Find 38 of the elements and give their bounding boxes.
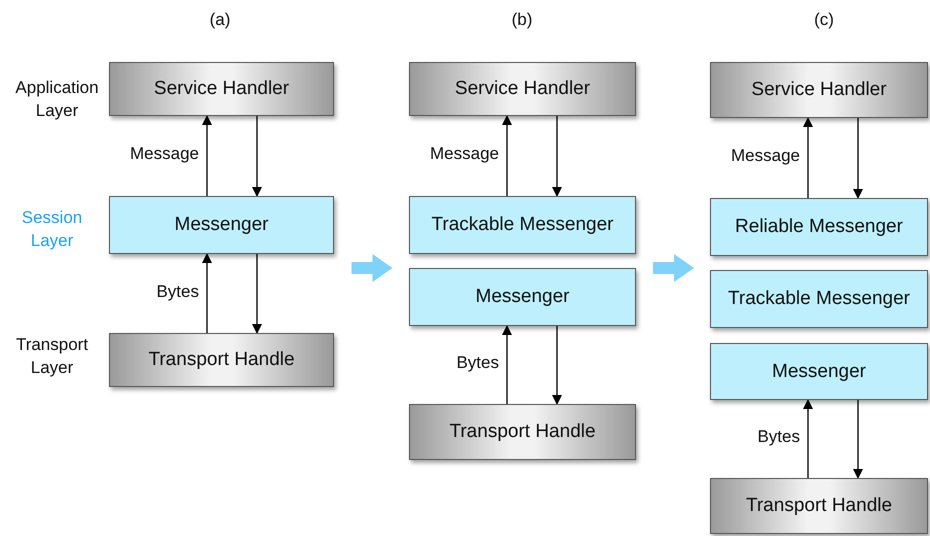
edge-label: Bytes	[155, 280, 199, 302]
arrow	[853, 118, 863, 199]
session-box: Trackable Messenger	[710, 270, 928, 328]
session-box: Messenger	[109, 196, 334, 254]
arrow	[552, 116, 562, 197]
handler-box: Transport Handle	[409, 404, 636, 460]
layer-label: Session Layer	[20, 207, 84, 252]
session-box: Reliable Messenger	[710, 198, 928, 256]
arrow	[502, 115, 512, 196]
edge-label: Message	[730, 145, 800, 167]
arrow	[552, 326, 562, 405]
handler-box: Transport Handle	[710, 478, 928, 534]
layer-label: (b)	[510, 9, 534, 31]
layer-label: Application Layer	[14, 77, 100, 122]
session-box: Messenger	[710, 343, 928, 400]
arrow	[252, 116, 262, 197]
arrow	[502, 325, 512, 404]
handler-box: Service Handler	[409, 62, 636, 116]
handler-box: Service Handler	[109, 62, 334, 116]
edge-label: Bytes	[455, 352, 499, 374]
edge-label: Bytes	[756, 426, 800, 448]
handler-box: Service Handler	[710, 62, 928, 118]
arrow	[202, 253, 212, 333]
arrow	[853, 400, 863, 479]
block-arrow	[352, 254, 392, 282]
layer-label: (a)	[208, 9, 232, 31]
session-box: Trackable Messenger	[409, 196, 636, 254]
layer-label: Transport Layer	[14, 334, 90, 379]
arrow	[803, 399, 813, 478]
handler-box: Transport Handle	[109, 333, 334, 387]
session-box: Messenger	[409, 268, 636, 326]
arrow	[252, 254, 262, 334]
arrow	[202, 115, 212, 196]
edge-label: Message	[429, 143, 499, 165]
block-arrow	[653, 254, 694, 282]
layer-label: (c)	[813, 9, 835, 31]
arrow	[803, 117, 813, 198]
edge-label: Message	[129, 143, 199, 165]
